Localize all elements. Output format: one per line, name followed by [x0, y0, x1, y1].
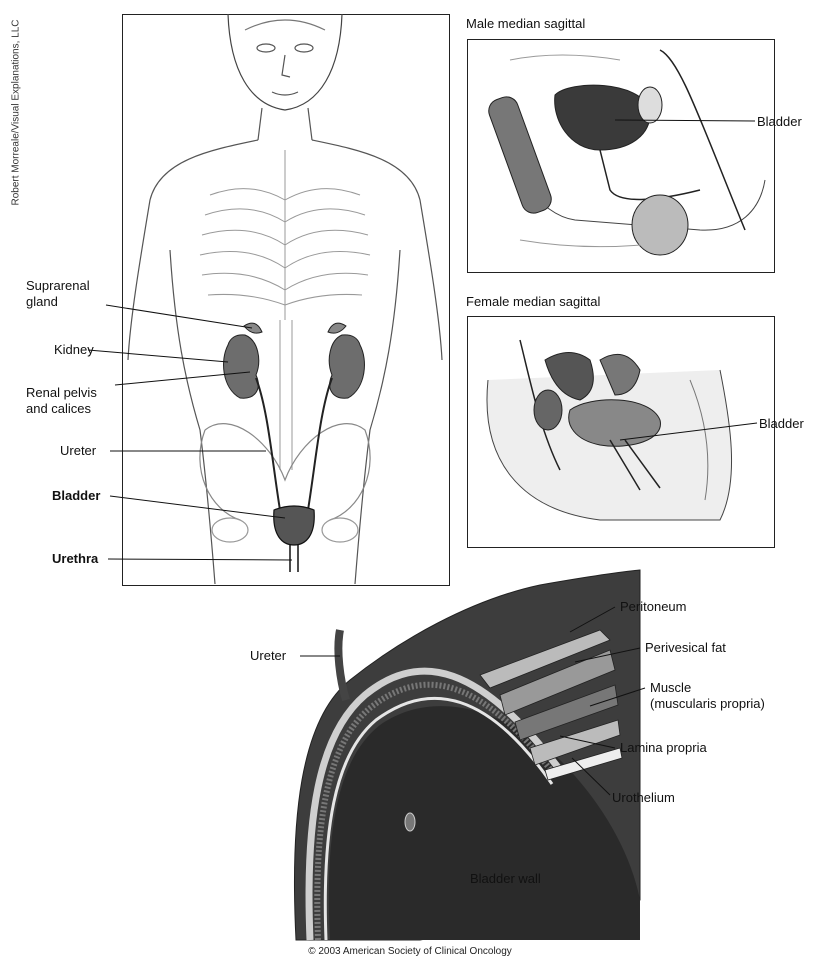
label-urothelium: Urothelium [612, 790, 675, 806]
female-sagittal-drawing [487, 340, 732, 520]
label-ureter-body: Ureter [60, 443, 96, 459]
body-leader-lines [88, 305, 292, 560]
kidneys [224, 323, 365, 398]
label-female-bladder: Bladder [759, 416, 804, 432]
label-ureter-wall: Ureter [250, 648, 286, 664]
label-renal-pelvis: Renal pelvis and calices [26, 385, 97, 417]
label-muscle: Muscle (muscularis propria) [650, 680, 765, 712]
label-kidney: Kidney [54, 342, 94, 358]
label-urethra-body: Urethra [52, 551, 98, 567]
label-bladder-body: Bladder [52, 488, 100, 504]
label-male-bladder: Bladder [757, 114, 802, 130]
male-sagittal-drawing [485, 50, 765, 255]
label-peritoneum: Peritoneum [620, 599, 686, 615]
label-suprarenal-gland: Suprarenal gland [26, 278, 90, 310]
urethra-shape [290, 545, 298, 572]
label-lamina-propria: Lamina propria [620, 740, 707, 756]
copyright-footer: © 2003 American Society of Clinical Onco… [0, 946, 820, 957]
label-perivesical-fat: Perivesical fat [645, 640, 726, 656]
bladder-wall-drawing [294, 570, 640, 940]
ureters [256, 378, 332, 510]
bladder-shape [274, 506, 315, 545]
body-figure [128, 14, 442, 584]
label-bladder-wall-title: Bladder wall [470, 871, 541, 887]
